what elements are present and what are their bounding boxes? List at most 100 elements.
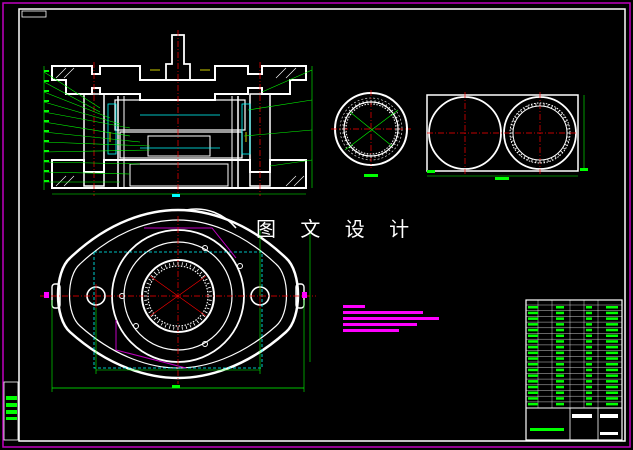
title-block-cell	[528, 374, 538, 377]
gear-tooth	[145, 303, 149, 306]
gear-tooth	[346, 112, 350, 116]
gear-tooth	[145, 286, 149, 289]
title-block-cell	[528, 391, 538, 394]
title-block-cell	[556, 351, 564, 355]
title-block-cell	[528, 402, 538, 406]
title-block-cell	[606, 363, 618, 366]
gear-tooth	[527, 157, 530, 161]
title-block-cell	[556, 357, 564, 360]
title-block-cell	[586, 311, 592, 315]
title-block-cell	[586, 397, 592, 400]
title-block-cell	[556, 368, 564, 372]
gear-tooth	[351, 106, 355, 110]
title-block-cell	[528, 317, 538, 320]
gear-tooth	[156, 320, 160, 324]
gear-tooth	[511, 140, 515, 142]
gear-tooth	[564, 143, 568, 146]
gear-tooth	[343, 135, 347, 138]
gear-tooth	[344, 116, 348, 119]
gear-tooth	[514, 147, 518, 150]
gear-tooth	[199, 317, 203, 321]
gear-tooth	[354, 104, 358, 108]
title-block-cell	[586, 334, 592, 337]
gear-tooth	[207, 303, 211, 306]
gear-tooth	[390, 109, 394, 113]
gear-tooth	[146, 307, 150, 310]
title-block-cell	[528, 311, 538, 315]
title-block-cell	[556, 374, 564, 377]
title-block-cell	[528, 357, 538, 360]
side-strip	[3, 381, 19, 441]
gear-tooth	[150, 274, 154, 278]
gear-tooth	[560, 150, 563, 153]
title-block-cell	[528, 340, 538, 343]
gear-tooth	[514, 116, 518, 119]
title-block-cell	[606, 385, 618, 389]
gear-tooth	[557, 153, 560, 156]
title-block-cell	[528, 323, 538, 326]
title-block-cell	[528, 397, 538, 400]
tech-notes	[343, 305, 439, 332]
title-block-cell	[556, 317, 564, 320]
inner-frame	[18, 8, 626, 442]
corner-tag	[21, 10, 47, 18]
gear-tooth	[565, 140, 569, 142]
title-block-cell	[556, 306, 564, 309]
gear-tooth	[168, 325, 171, 329]
title-block-cell	[528, 380, 538, 383]
section-centerlines	[93, 30, 261, 196]
title-block-cell	[606, 374, 618, 377]
gear-tooth	[362, 101, 365, 105]
title-block-cell	[556, 397, 564, 400]
gear-tooth	[560, 113, 563, 116]
gear-tooth	[348, 109, 352, 113]
title-block-cell	[606, 351, 618, 355]
gear-tooth	[527, 105, 530, 109]
title-block-cell	[586, 340, 592, 343]
title-block-cell	[556, 363, 564, 366]
gear-tooth	[387, 148, 391, 152]
title-block-cell	[528, 351, 538, 355]
title-block-cell	[528, 328, 538, 332]
gear-tooth	[531, 104, 533, 108]
title-block	[525, 299, 623, 441]
title-block-cell	[586, 368, 592, 372]
gear-tooth	[377, 153, 380, 157]
plan-view	[40, 208, 316, 392]
title-block-cell	[606, 340, 618, 343]
gear-tooth	[362, 153, 365, 157]
gear-tooth	[562, 116, 566, 119]
title-block-cell	[528, 334, 538, 337]
section-hidden-lines	[107, 103, 251, 155]
gear-tooth	[394, 116, 398, 119]
gear-tooth	[343, 120, 347, 123]
gear-tooth	[394, 139, 398, 142]
double-ring-view	[426, 92, 588, 180]
gear-tooth	[550, 105, 553, 109]
title-block-cell	[606, 397, 618, 400]
gear-tooth	[153, 271, 157, 275]
gear-tooth	[523, 155, 526, 159]
title-block-cell	[556, 311, 564, 315]
title-block-cell	[586, 385, 592, 389]
title-block-cell	[606, 345, 618, 349]
gear-tooth	[358, 102, 361, 106]
title-block-cell	[606, 306, 618, 309]
ring-view	[331, 90, 411, 177]
gear-tooth	[189, 264, 192, 268]
section-view	[51, 34, 307, 189]
gear-tooth	[354, 150, 358, 154]
gear-tooth	[196, 320, 200, 324]
gear-tooth	[156, 268, 160, 272]
section-balloons	[44, 70, 180, 197]
title-block-cell	[586, 328, 592, 332]
title-block-cell	[586, 380, 592, 383]
gear-tooth	[189, 324, 192, 328]
gear-tooth	[390, 145, 394, 149]
title-block-cell	[556, 345, 564, 349]
gear-tooth	[168, 263, 171, 267]
title-block-cell	[586, 363, 592, 366]
section-thread-marks	[109, 69, 247, 142]
